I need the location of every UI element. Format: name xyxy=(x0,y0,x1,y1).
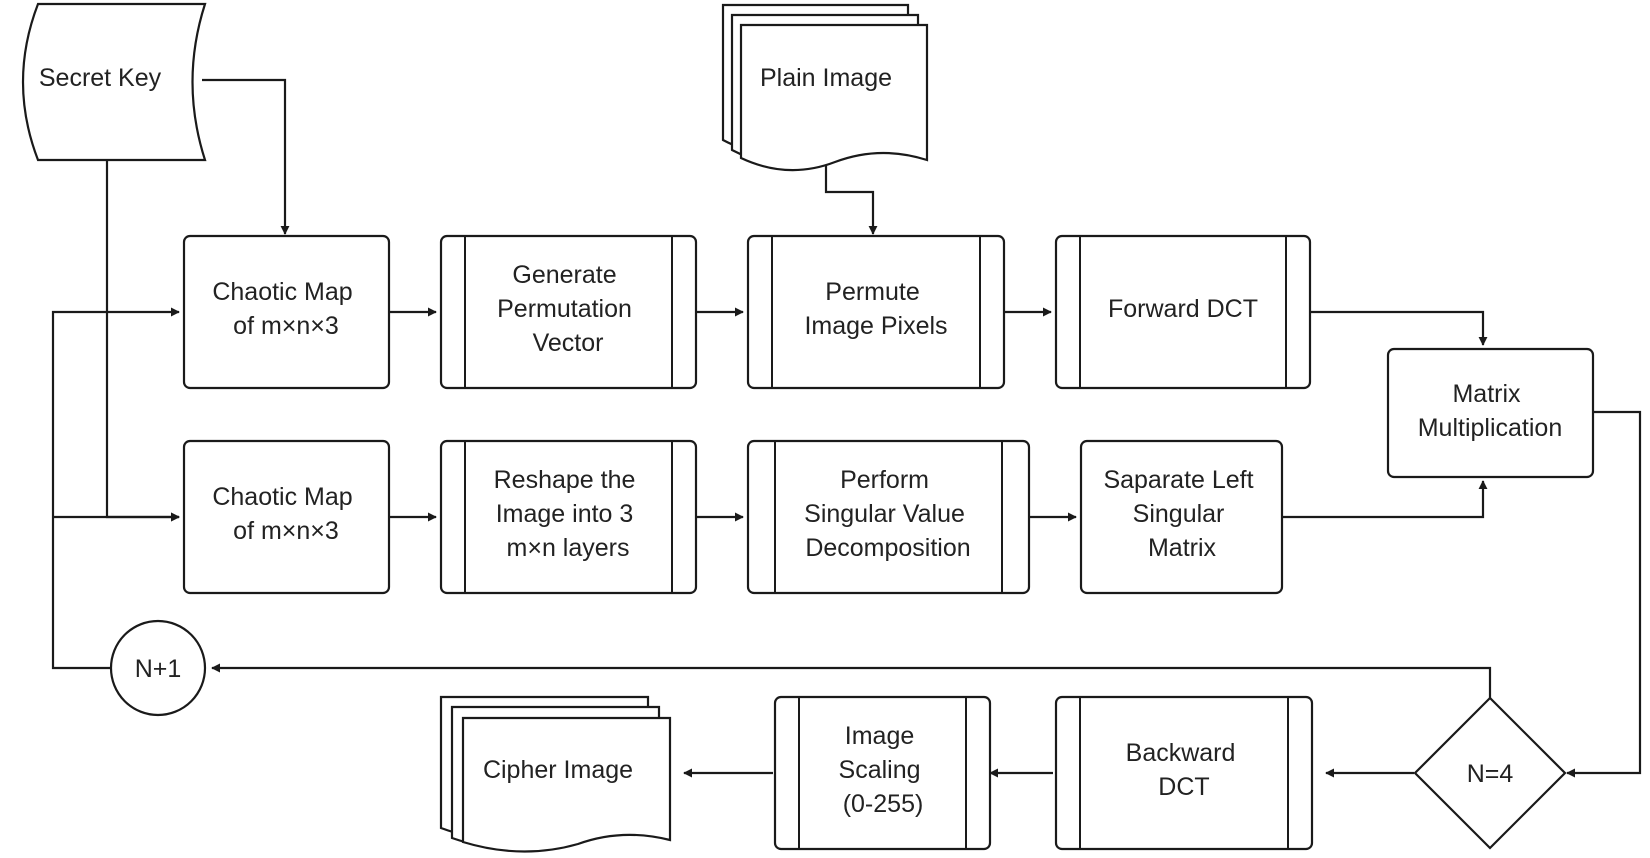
edges xyxy=(51,78,1642,778)
edge-forwarddct-to-matrix xyxy=(1310,310,1488,346)
plain-image-node: Plain Image xyxy=(721,3,929,172)
perform-svd-label: Perform Singular Value Decomposition xyxy=(804,466,972,562)
edge-plainimage-to-permute xyxy=(824,150,878,235)
image-scaling-label: Image Scaling (0-255) xyxy=(839,722,928,818)
cipher-image-node: Cipher Image xyxy=(439,695,672,853)
generate-permutation-node: Generate Permutation Vector xyxy=(439,234,698,390)
plain-image-label: Plain Image xyxy=(760,64,892,92)
cipher-image-label: Cipher Image xyxy=(483,756,633,784)
generate-permutation-label: Generate Permutation Vector xyxy=(497,261,639,357)
permute-pixels-node: Permute Image Pixels xyxy=(746,234,1006,390)
matrix-multiplication-label: Matrix Multiplication xyxy=(1418,380,1563,442)
permute-pixels-label: Permute Image Pixels xyxy=(804,278,947,340)
separate-left-label: Saparate Left Singular Matrix xyxy=(1103,466,1260,562)
edge-n4-to-nplus1 xyxy=(211,663,1492,698)
secret-key-label: Secret Key xyxy=(39,64,162,92)
edge-nplus1-to-chaotic1 xyxy=(51,307,180,670)
backward-dct-node: Backward DCT xyxy=(1054,695,1314,851)
image-scaling-node: Image Scaling (0-255) xyxy=(773,695,992,851)
matrix-multiplication-node: Matrix Multiplication xyxy=(1386,347,1595,479)
chaotic-map-2-label: Chaotic Map of m×n×3 xyxy=(212,483,359,545)
chaotic-map-2-node: Chaotic Map of m×n×3 xyxy=(182,439,391,595)
perform-svd-node: Perform Singular Value Decomposition xyxy=(746,439,1031,595)
chaotic-map-1-label: Chaotic Map of m×n×3 xyxy=(212,278,359,340)
n-equals-4-label: N=4 xyxy=(1467,760,1514,788)
reshape-image-label: Reshape the Image into 3 m×n layers xyxy=(494,466,643,562)
forward-dct-label: Forward DCT xyxy=(1108,295,1258,323)
edge-separate-to-matrix xyxy=(1282,480,1488,519)
forward-dct-node: Forward DCT xyxy=(1054,234,1312,390)
edge-matrix-to-n4 xyxy=(1566,410,1642,778)
reshape-image-node: Reshape the Image into 3 m×n layers xyxy=(439,439,698,595)
backward-dct-label: Backward DCT xyxy=(1126,739,1243,801)
edge-secretkey-to-chaotic2 xyxy=(105,160,180,522)
secret-key-node: Secret Key xyxy=(21,2,207,162)
edge-secretkey-to-chaotic1 xyxy=(202,78,290,235)
n-equals-4-node: N=4 xyxy=(1413,696,1567,850)
chaotic-map-1-node: Chaotic Map of m×n×3 xyxy=(182,234,391,390)
n-plus-1-node: N+1 xyxy=(109,619,207,717)
n-plus-1-label: N+1 xyxy=(135,655,182,683)
separate-left-node: Saparate Left Singular Matrix xyxy=(1079,439,1284,595)
